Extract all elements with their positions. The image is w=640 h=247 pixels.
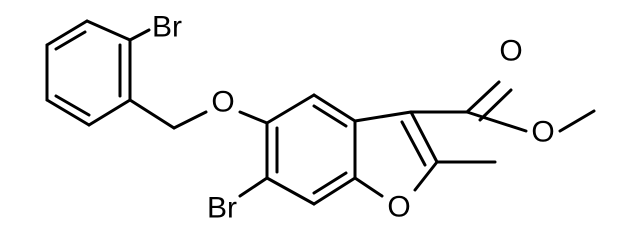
bond-o-ring <box>238 110 269 125</box>
bond-c-br-bottom <box>238 176 269 198</box>
carbonyl-oxygen-label: O <box>499 35 522 68</box>
ether-oxygen-label: O <box>211 86 234 119</box>
bond-ch2-o <box>172 110 208 130</box>
furan-ring <box>353 110 439 198</box>
methyl-ester <box>409 80 596 133</box>
bond-c-br-top <box>128 28 151 42</box>
bond-ring-ch2 <box>128 98 176 130</box>
furan-oxygen-label: O <box>387 191 410 224</box>
bromophenyl-ring <box>45 19 132 127</box>
benzofuran-benzene-ring <box>265 93 357 206</box>
ester-oxygen-label: O <box>531 116 554 149</box>
bromine-label-top: Br <box>152 11 182 44</box>
bromine-label-bottom: Br <box>207 192 237 225</box>
